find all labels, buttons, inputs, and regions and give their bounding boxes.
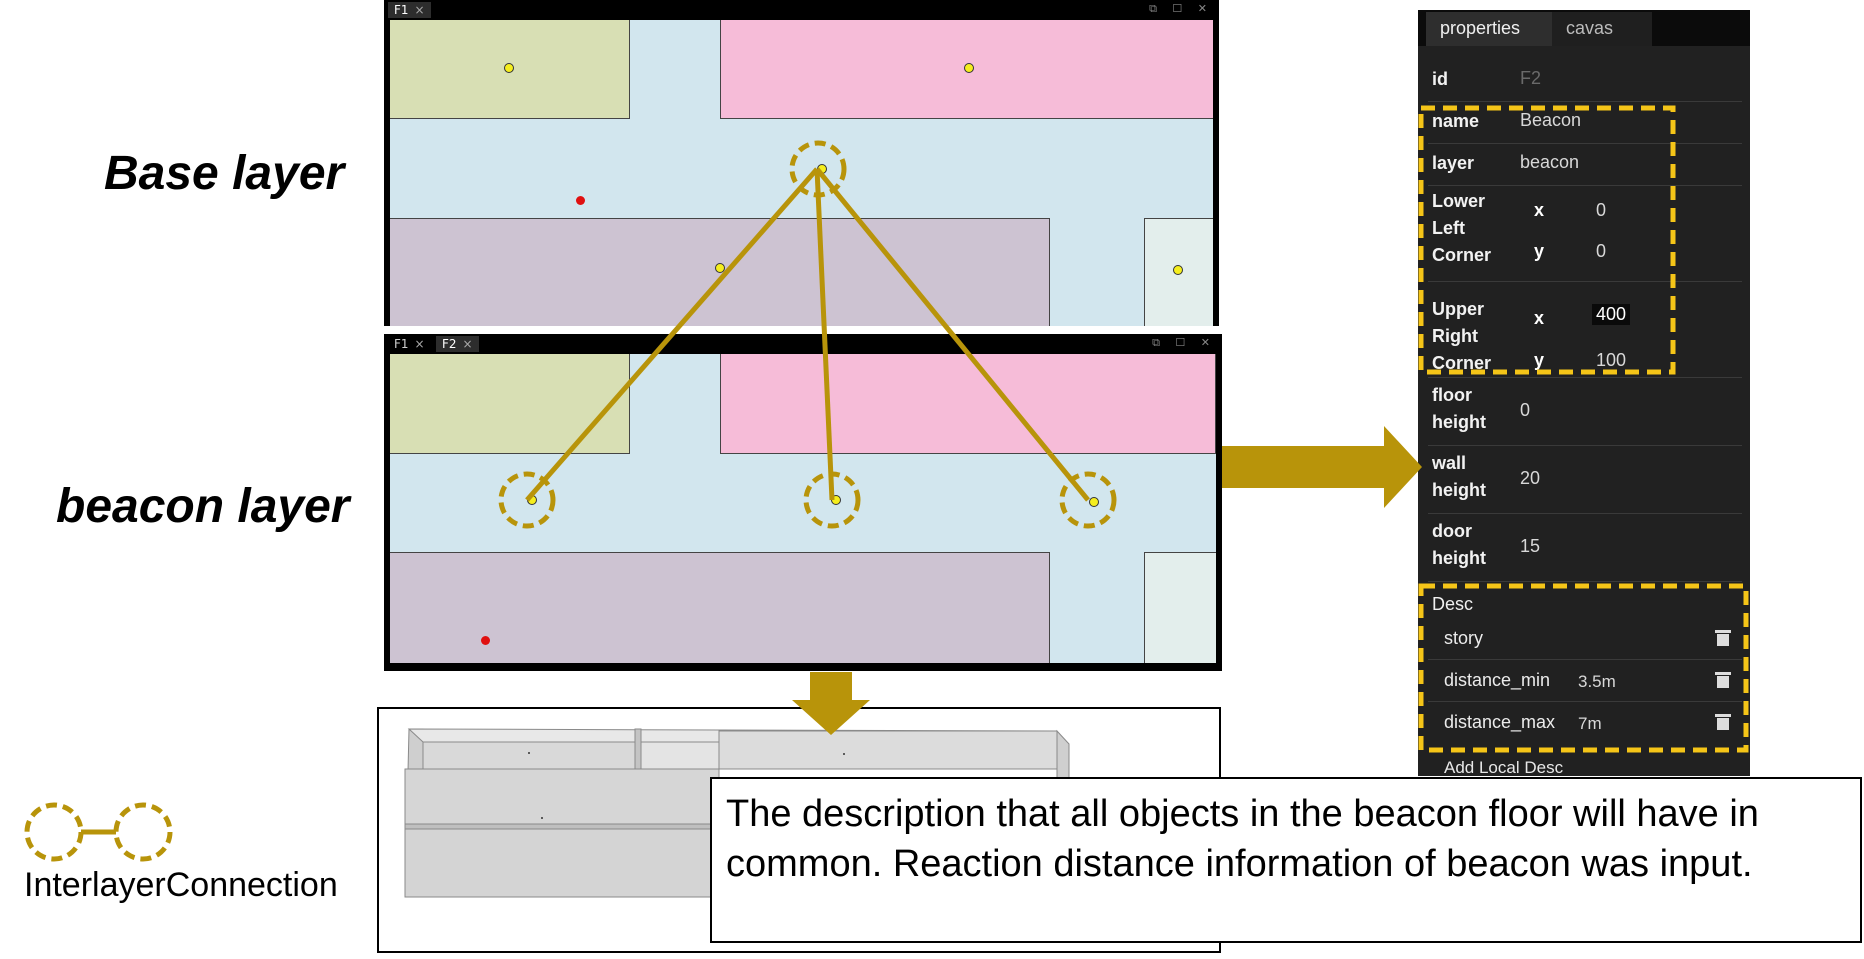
- tab-cavas[interactable]: cavas: [1552, 12, 1652, 46]
- desc-item-story: story: [1428, 618, 1742, 660]
- legend-label: InterlayerConnection: [24, 866, 338, 904]
- base-floor-tabbar: F1 × ⧉ ☐ ✕: [384, 0, 1219, 18]
- 3d-model: [404, 728, 1070, 898]
- red-marker: [481, 636, 490, 645]
- close-icon[interactable]: ×: [462, 337, 473, 351]
- room[interactable]: [1144, 552, 1216, 663]
- prop-key-height: height: [1432, 548, 1486, 568]
- beacon-floor-panel: F1 × F2 × ⧉ ☐ ✕: [384, 334, 1222, 671]
- window-controls[interactable]: ⧉ ☐ ✕: [1152, 336, 1216, 349]
- room[interactable]: [720, 354, 1216, 454]
- desc-key-distance-max: distance_max: [1444, 712, 1556, 732]
- beacon-node[interactable]: [527, 495, 537, 505]
- prop-row-id: id F2: [1428, 60, 1742, 102]
- prop-row-name[interactable]: name Beacon: [1428, 102, 1742, 144]
- desc-key-distance-min: distance_min: [1444, 670, 1551, 690]
- prop-key-height: height: [1432, 412, 1486, 432]
- prop-key-lower: Lower: [1432, 191, 1486, 211]
- description-callout: The description that all objects in the …: [710, 777, 1862, 943]
- lower-left-y-input[interactable]: 0: [1596, 241, 1607, 261]
- legend-ring-left: [24, 802, 84, 862]
- prop-key-layer: layer: [1432, 153, 1475, 173]
- desc-item-distance-min: distance_min 3.5m: [1428, 660, 1742, 702]
- coord-y-label: y: [1534, 241, 1545, 261]
- desc-key-story: story: [1444, 628, 1484, 648]
- base-floor-panel: F1 × ⧉ ☐ ✕: [384, 0, 1219, 326]
- close-icon[interactable]: ×: [414, 337, 425, 351]
- prop-row-wall-height[interactable]: wall height 20: [1428, 446, 1742, 514]
- prop-value-id: F2: [1520, 68, 1542, 88]
- tab-f2[interactable]: F2 ×: [436, 336, 479, 352]
- lower-left-x-input[interactable]: 0: [1596, 200, 1607, 220]
- prop-key-name: name: [1432, 111, 1480, 131]
- desc-value-distance-min[interactable]: 3.5m: [1578, 672, 1616, 691]
- close-icon[interactable]: ×: [414, 3, 425, 17]
- beacon-node[interactable]: [1089, 497, 1099, 507]
- beacon-node[interactable]: [831, 495, 841, 505]
- right-arrow-icon: [1222, 426, 1422, 508]
- prop-row-floor-height[interactable]: floor height 0: [1428, 378, 1742, 446]
- beacon-floor-canvas[interactable]: [390, 354, 1216, 663]
- prop-key-door: door: [1432, 521, 1472, 541]
- prop-row-door-height[interactable]: door height 15: [1428, 514, 1742, 582]
- upper-right-y-input[interactable]: 100: [1596, 350, 1627, 370]
- state-node[interactable]: [1173, 265, 1183, 275]
- door-height-input[interactable]: 15: [1520, 536, 1541, 556]
- room[interactable]: [390, 354, 630, 454]
- prop-key-upper: Upper: [1432, 299, 1485, 319]
- wall-height-input[interactable]: 20: [1520, 468, 1541, 488]
- room[interactable]: [390, 552, 1050, 663]
- coord-x-label: x: [1534, 200, 1545, 220]
- floor-height-input[interactable]: 0: [1520, 400, 1531, 420]
- legend-ring-right: [113, 802, 173, 862]
- trash-icon[interactable]: [1715, 630, 1731, 646]
- prop-key-floor: floor: [1432, 385, 1472, 405]
- prop-value-layer[interactable]: beacon: [1520, 152, 1580, 172]
- prop-key-id: id: [1432, 69, 1448, 89]
- prop-row-upper-right-corner: Upper Right Corner x 400 y 100: [1428, 282, 1742, 378]
- trash-icon[interactable]: [1715, 714, 1731, 730]
- state-node[interactable]: [715, 263, 725, 273]
- tab-f1-label: F1: [394, 337, 409, 351]
- state-node[interactable]: [504, 63, 514, 73]
- state-node[interactable]: [964, 63, 974, 73]
- tab-properties[interactable]: properties: [1426, 12, 1552, 46]
- beacon-layer-label: beacon layer: [56, 480, 350, 533]
- properties-tabbar: properties cavas: [1418, 10, 1750, 46]
- coord-x-label: x: [1534, 308, 1545, 328]
- tab-f1[interactable]: F1 ×: [388, 336, 431, 352]
- prop-key-right: Right: [1432, 326, 1478, 346]
- properties-panel: properties cavas id F2 name Beacon layer…: [1418, 10, 1750, 777]
- base-floor-canvas[interactable]: [390, 20, 1213, 326]
- desc-title: Desc: [1432, 594, 1474, 614]
- prop-key-height: height: [1432, 480, 1486, 500]
- base-layer-label: Base layer: [104, 147, 345, 200]
- tab-f1-label: F1: [394, 3, 409, 17]
- prop-value-name[interactable]: Beacon: [1520, 110, 1582, 130]
- callout-text: The description that all objects in the …: [726, 793, 1759, 885]
- desc-value-distance-max[interactable]: 7m: [1578, 714, 1602, 733]
- add-local-desc-button[interactable]: Add Local Desc: [1444, 758, 1564, 777]
- trash-icon[interactable]: [1715, 672, 1731, 688]
- state-node[interactable]: [817, 164, 827, 174]
- prop-row-lower-left-corner: Lower Left Corner x 0 y 0: [1428, 186, 1742, 282]
- prop-row-layer[interactable]: layer beacon: [1428, 144, 1742, 186]
- prop-key-left: Left: [1432, 218, 1465, 238]
- prop-key-wall: wall: [1432, 453, 1467, 473]
- prop-key-corner: Corner: [1432, 353, 1492, 373]
- window-controls[interactable]: ⧉ ☐ ✕: [1149, 2, 1213, 15]
- tab-f2-label: F2: [442, 337, 457, 351]
- upper-right-x-input[interactable]: 400: [1592, 304, 1631, 325]
- tab-f1[interactable]: F1 ×: [388, 2, 431, 18]
- desc-item-distance-max: distance_max 7m: [1428, 702, 1742, 744]
- beacon-floor-tabbar: F1 × F2 × ⧉ ☐ ✕: [384, 334, 1222, 352]
- red-marker: [576, 196, 585, 205]
- coord-y-label: y: [1534, 350, 1545, 370]
- prop-key-corner: Corner: [1432, 245, 1492, 265]
